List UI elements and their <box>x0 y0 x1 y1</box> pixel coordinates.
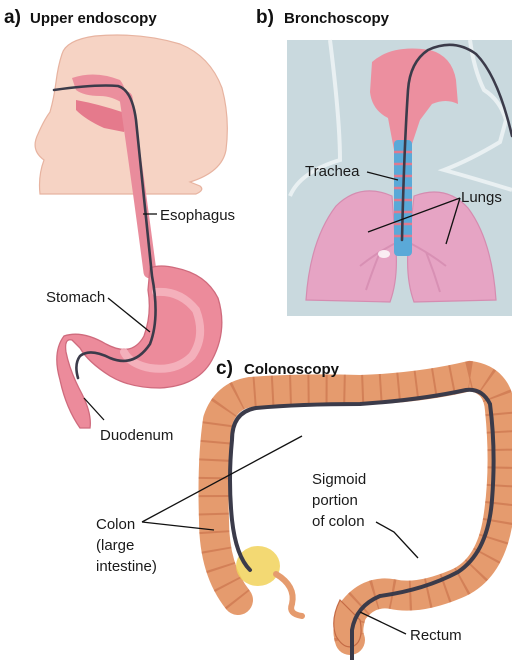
label-colon-3: intestine) <box>96 558 157 575</box>
colon <box>214 376 503 640</box>
label-duodenum: Duodenum <box>100 427 173 444</box>
panel-c-title: Colonoscopy <box>244 361 340 378</box>
carina <box>378 250 390 258</box>
label-stomach: Stomach <box>46 289 105 306</box>
rectum-leader <box>360 612 406 634</box>
label-sigmoid-2: portion <box>312 492 358 509</box>
label-sigmoid-1: Sigmoid <box>312 471 366 488</box>
panel-bronchoscopy: Trachea Lungs b) Bronchoscopy <box>256 7 512 316</box>
label-rectum: Rectum <box>410 627 462 644</box>
label-sigmoid-3: of colon <box>312 513 365 530</box>
label-colon-2: (large <box>96 537 134 554</box>
label-esophagus: Esophagus <box>160 207 235 224</box>
panel-c-letter: c) <box>216 358 233 379</box>
panel-colonoscopy: Colon (large intestine) Sigmoid portion … <box>96 358 503 660</box>
panel-upper-endoscopy: Esophagus Stomach Duodenum a) Upper endo… <box>4 7 235 444</box>
panel-b-letter: b) <box>256 7 274 28</box>
panel-b-title: Bronchoscopy <box>284 10 390 27</box>
label-lungs: Lungs <box>461 189 502 206</box>
appendix <box>276 574 302 616</box>
sigmoid-leader <box>376 522 418 558</box>
label-colon-1: Colon <box>96 516 135 533</box>
cecum <box>236 546 280 586</box>
stomach-leader <box>108 298 150 332</box>
panel-a-letter: a) <box>4 7 21 28</box>
panel-a-title: Upper endoscopy <box>30 10 157 27</box>
label-trachea: Trachea <box>305 163 360 180</box>
